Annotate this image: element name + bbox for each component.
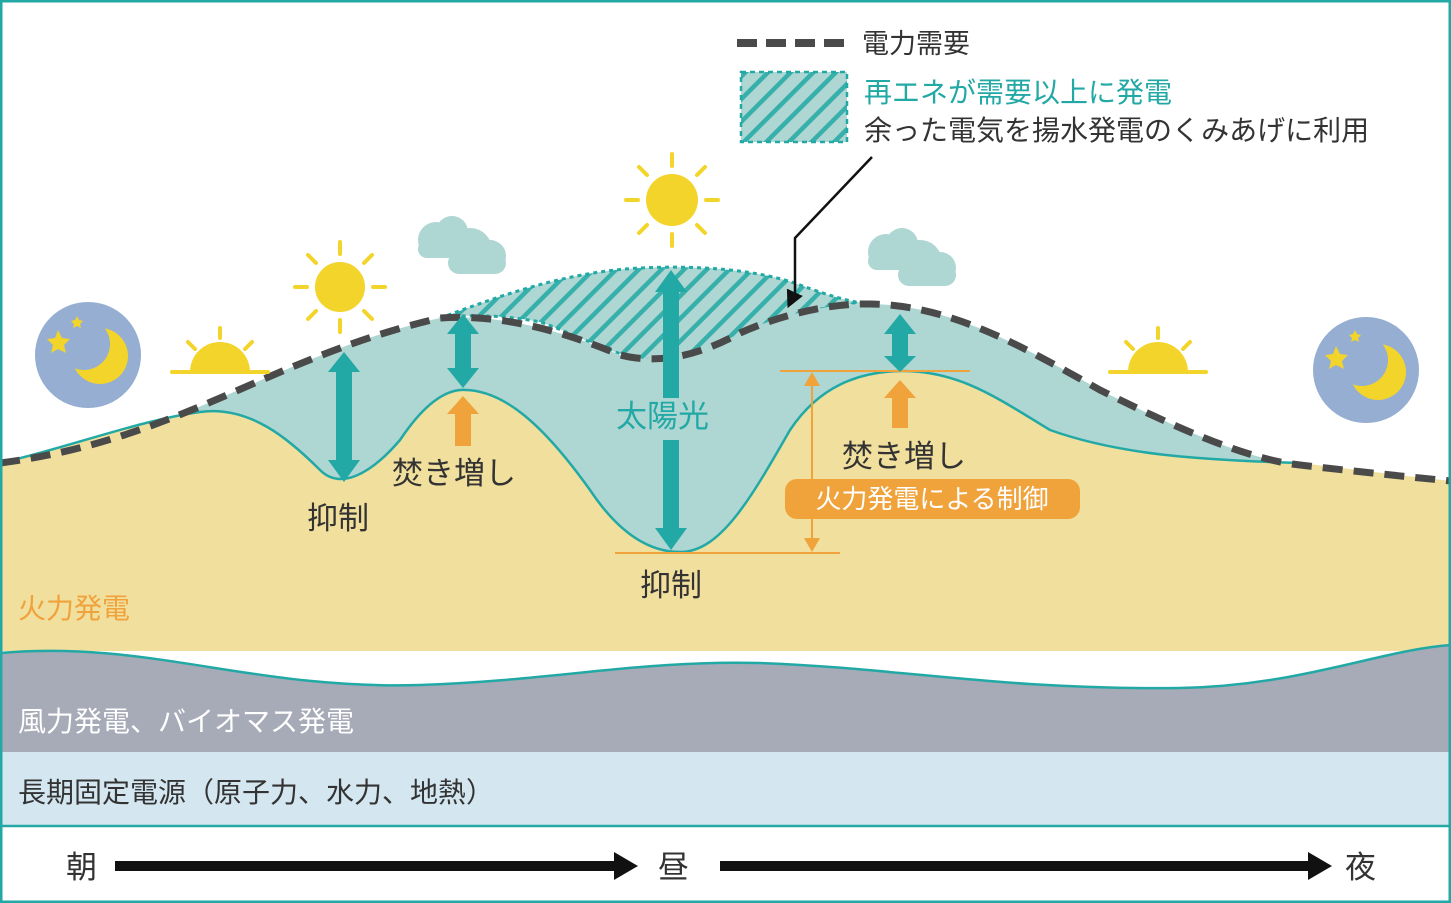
boost-arrow-right [884,380,916,428]
suppress-arrow-mid [447,314,479,388]
cloud-icon [418,216,506,274]
baseload-area [0,752,1451,826]
label-solar: 太陽光 [616,399,709,435]
legend-surplus-swatch [739,70,849,144]
boost-arrow-left [447,396,479,446]
wind-bio-boundary [0,643,1451,690]
callout-arrow [786,156,873,309]
moon-icon [1313,317,1419,423]
thermal-boundary [0,369,1301,554]
timeline-arrow-1 [115,852,638,880]
label-thermal-control: 火力発電による制御 [815,485,1048,515]
cloud-icon [868,228,956,286]
sunrise-icon [170,326,270,374]
suppress-arrow-right [884,314,916,372]
timeline-arrow-2 [720,852,1332,880]
moon-icon [35,302,141,408]
sun-icon [624,152,720,248]
thermal-area [0,370,1451,651]
legend-surplus-title: 再エネが需要以上に発電 [864,76,1172,109]
timeline-noon: 昼 [658,850,689,886]
timeline-morning: 朝 [66,850,97,886]
label-boost-left: 焚き増し [392,456,516,492]
label-boost-right: 焚き増し [842,439,966,475]
sun-icon [293,240,387,334]
label-suppress-left: 抑制 [307,501,369,537]
layer-baseload-label: 長期固定電源（原子力、水力、地熱） [18,776,494,809]
label-suppress-center: 抑制 [640,568,702,604]
solar-arrow-center [655,270,687,550]
legend-demand-label: 電力需要 [862,29,970,60]
layer-thermal-label: 火力発電 [18,592,130,625]
legend-surplus-desc: 余った電気を揚水発電のくみあげに利用 [864,114,1369,147]
thermal-control-badge [785,479,1080,519]
suppress-arrow-left [328,352,360,482]
timeline-night: 夜 [1345,850,1376,886]
sunset-icon [1108,326,1208,374]
layer-wind-bio-label: 風力発電、バイオマス発電 [18,705,354,738]
demand-line [0,300,1451,485]
wind-bio-area [0,645,1451,752]
